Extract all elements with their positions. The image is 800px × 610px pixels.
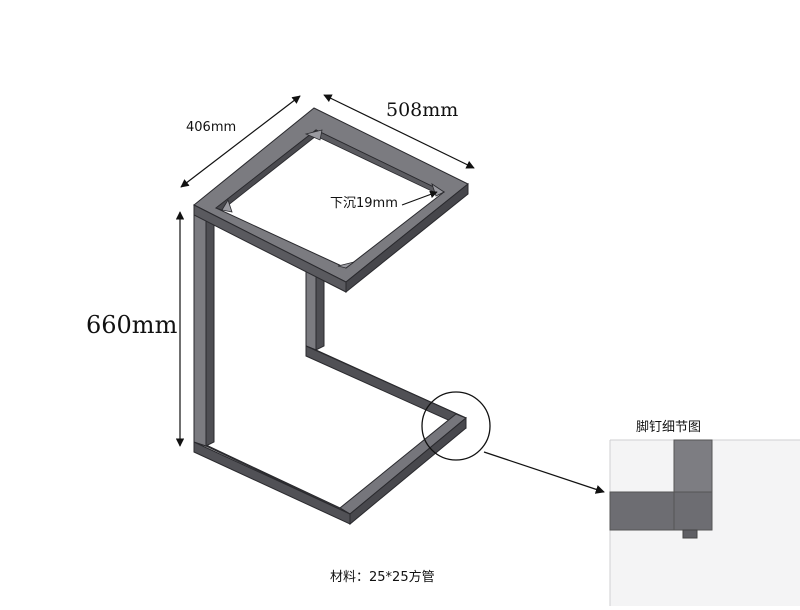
depth-dimension-label: 406mm (186, 120, 237, 135)
detail-callout-circle (421, 391, 491, 461)
recess-leader-line (401, 190, 438, 206)
base-back-bar (305, 345, 467, 429)
height-dimension-label: 660mm (86, 311, 178, 339)
foot-nail-shape (682, 529, 698, 539)
width-dimension-label: 508mm (386, 99, 459, 121)
base-left-bar (193, 441, 351, 525)
recess-dimension-label: 下沉19mm (330, 196, 398, 211)
detail-callout-arrow (483, 451, 605, 494)
front-leg (193, 205, 215, 447)
depth-dimension-line (180, 95, 301, 188)
detail-view-title: 脚钉细节图 (636, 420, 702, 435)
width-dimension-line (323, 94, 475, 169)
detail-view (609, 439, 800, 606)
base-front-bar (339, 413, 467, 526)
material-note: 材料：25*25方管 (330, 570, 435, 585)
